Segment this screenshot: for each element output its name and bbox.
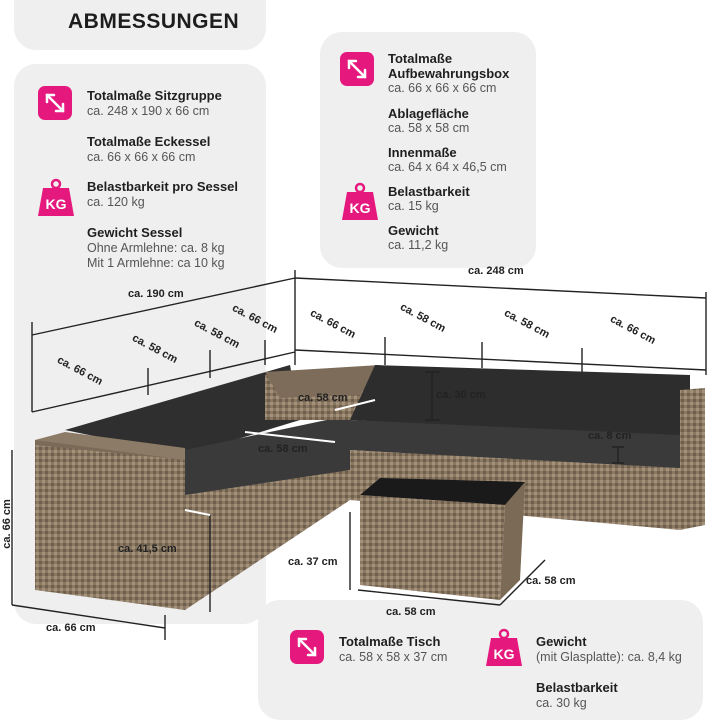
dim-table-height: ca. 37 cm	[288, 556, 338, 568]
right-item-1-heading: Totalmaße	[388, 51, 453, 66]
right-item-2-heading: Ablagefläche	[388, 106, 469, 121]
svg-text:KG: KG	[46, 196, 67, 212]
dim-box-width: ca. 58 cm	[298, 392, 348, 404]
page-title: ABMESSUNGEN	[68, 10, 240, 33]
dim-table-width: ca. 58 cm	[386, 606, 436, 618]
left-item-3-text: ca. 120 kg	[87, 195, 145, 209]
left-item-4-text: Ohne Armlehne: ca. 8 kg	[87, 241, 225, 255]
bottom-item-2-text: (mit Glasplatte): ca. 8,4 kg	[536, 650, 682, 664]
right-item-5-text: ca. 11,2 kg	[388, 238, 449, 252]
left-item-4-heading: Gewicht Sessel	[87, 225, 183, 240]
title-pill: ABMESSUNGEN	[14, 0, 266, 50]
weight-kg-icon: KG	[36, 178, 76, 218]
right-item-4-heading: Belastbarkeit	[388, 184, 470, 199]
dim-cushion: ca. 8 cm	[588, 430, 632, 442]
svg-text:KG: KG	[350, 200, 371, 216]
weight-kg-icon: KG	[340, 182, 380, 222]
right-item-3-text: ca. 64 x 64 x 46,5 cm	[388, 160, 507, 174]
dim-seat-depth: ca. 58 cm	[258, 443, 308, 455]
left-item-1-heading: Totalmaße Sitzgruppe	[87, 88, 222, 103]
weight-kg-icon: KG	[484, 628, 524, 668]
bottom-info-panel	[258, 600, 703, 720]
dim-height: ca. 66 cm	[0, 499, 13, 549]
left-item-4-text2: Mit 1 Armlehne: ca 10 kg	[87, 256, 225, 270]
right-item-5-heading: Gewicht	[388, 223, 439, 238]
bottom-item-1-text: ca. 58 x 58 x 37 cm	[339, 650, 448, 664]
resize-diagonal-icon	[340, 52, 374, 86]
left-item-2-text: ca. 66 x 66 x 66 cm	[87, 150, 196, 164]
left-item-1-text: ca. 248 x 190 x 66 cm	[87, 104, 210, 118]
dim-seat-height: ca. 41,5 cm	[118, 543, 177, 555]
left-item-2-heading: Totalmaße Eckessel	[87, 134, 211, 149]
dim-depth-bottom: ca. 66 cm	[46, 622, 96, 634]
bottom-item-1-heading: Totalmaße Tisch	[339, 634, 441, 649]
dim-total-width: ca. 248 cm	[468, 265, 524, 277]
dim-backrest: ca. 30 cm	[436, 389, 486, 401]
bottom-item-3-text: ca. 30 kg	[536, 696, 587, 710]
left-item-3-heading: Belastbarkeit pro Sessel	[87, 179, 239, 194]
svg-text:KG: KG	[494, 646, 515, 662]
right-item-1-heading2: Aufbewahrungsbox	[388, 66, 510, 81]
bottom-item-2-heading: Gewicht	[536, 634, 587, 649]
right-item-3-heading: Innenmaße	[388, 145, 457, 160]
right-item-1-text: ca. 66 x 66 x 66 cm	[388, 81, 497, 95]
resize-diagonal-icon	[38, 86, 72, 120]
right-item-4-text: ca. 15 kg	[388, 199, 439, 213]
dim-total-depth: ca. 190 cm	[128, 288, 184, 300]
right-item-2-text: ca. 58 x 58 cm	[388, 121, 470, 135]
dim-table-depth: ca. 58 cm	[526, 575, 576, 587]
bottom-item-3-heading: Belastbarkeit	[536, 680, 618, 695]
resize-diagonal-icon	[290, 630, 324, 664]
